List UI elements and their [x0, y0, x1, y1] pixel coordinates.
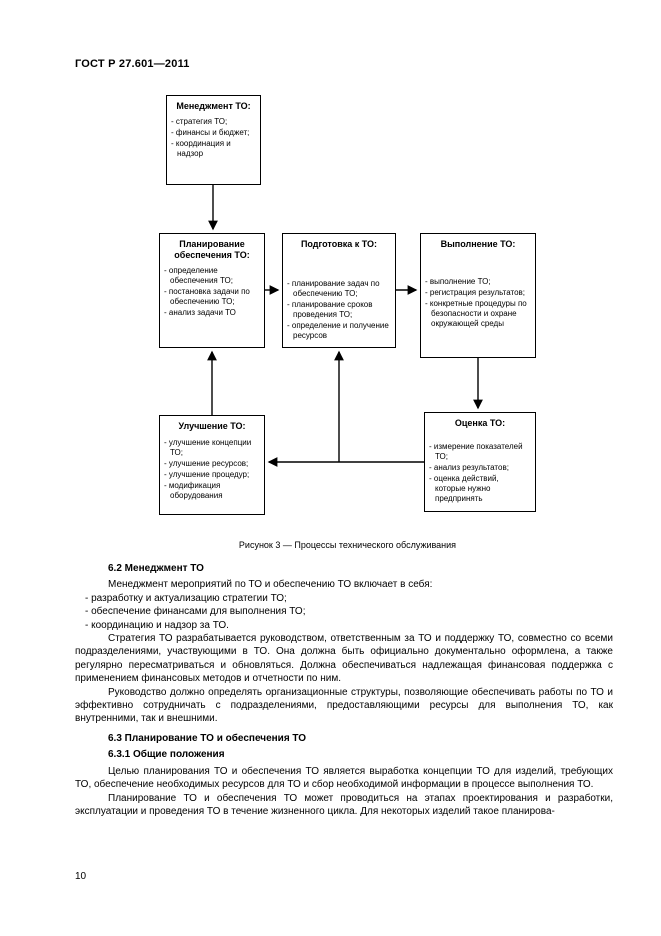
flow-box-title: Подготовка к ТО: [300, 239, 378, 249]
flow-box-item: - оценка действий, которые нужно предпри… [429, 473, 499, 503]
list-item: - разработку и актуализацию стратегии ТО… [85, 592, 287, 604]
flow-box-item: - анализ результатов; [429, 462, 509, 472]
flow-box-item: - улучшение концепции ТО; [164, 437, 252, 457]
flow-box-item: - координация и надзор [171, 138, 231, 158]
paragraph: Менеджмент мероприятий по ТО и обеспечен… [108, 579, 433, 591]
page-number: 10 [75, 871, 87, 882]
list-item: - обеспечение финансами для выполнения Т… [85, 606, 306, 618]
list-item: - координацию и надзор за ТО. [85, 619, 229, 631]
flow-box-item: - постановка задачи по обеспечению ТО; [164, 287, 250, 307]
paragraph: Целью планирования ТО и обеспечения ТО я… [75, 765, 613, 791]
flow-box-item: - анализ задачи ТО [164, 308, 236, 318]
figure-maintenance-processes: Менеджмент ТО: - стратегия ТО; - финансы… [75, 90, 620, 537]
figure-caption: Рисунок 3 — Процессы технического обслуж… [238, 540, 457, 550]
flow-box-execution: Выполнение ТО: - выполнение ТО; - регист… [420, 233, 536, 358]
flow-box-item: - выполнение ТО; [425, 276, 491, 286]
flow-box-item: - измерение показателей ТО; [429, 441, 523, 461]
paragraph: Планирование ТО и обеспечения ТО может п… [75, 792, 613, 817]
flow-box-management: Менеджмент ТО: - стратегия ТО; - финансы… [166, 95, 261, 185]
section-6-3-1-heading: 6.3.1 Общие положения [108, 749, 225, 761]
flow-box-improvement: Улучшение ТО: - улучшение концепции ТО; … [159, 415, 265, 515]
section-6-3-heading: 6.3 Планирование ТО и обеспечения ТО [108, 732, 307, 744]
bullet-list: - разработку и актуализацию стратегии ТО… [75, 592, 613, 632]
flow-box-item: - определение и получение ресурсов [287, 320, 389, 340]
flow-box-title: Улучшение ТО: [178, 421, 246, 431]
document-header: ГОСТ Р 27.601—2011 [75, 58, 190, 70]
flow-arrows [207, 185, 483, 467]
flow-box-title: Выполнение ТО: [440, 239, 516, 249]
flow-box-title: Оценка ТО: [454, 418, 506, 428]
flow-box-title: Планирование обеспечения ТО: [174, 239, 250, 260]
flow-box-item: - конкретные процедуры по безопасности и… [425, 298, 527, 328]
flow-box-item: - планирование сроков проведения ТО; [287, 299, 373, 319]
flow-box-item: - улучшение ресурсов; [164, 458, 249, 468]
flow-box-title: Менеджмент ТО: [176, 101, 251, 111]
flow-box-planning: Планирование обеспечения ТО: - определен… [159, 233, 265, 348]
flow-box-preparation: Подготовка к ТО: - планирование задач по… [282, 233, 396, 348]
document-body: 6.2 Менеджмент ТО Менеджмент мероприятий… [75, 562, 613, 818]
flow-box-item: - стратегия ТО; [171, 116, 228, 126]
flow-box-item: - определение обеспечения ТО; [164, 266, 233, 286]
flow-box-evaluation: Оценка ТО: - измерение показателей ТО; -… [424, 412, 536, 512]
section-6-2-heading: 6.2 Менеджмент ТО [108, 563, 204, 574]
flow-box-item: - планирование задач по обеспечению ТО; [287, 278, 380, 298]
flow-box-item: - регистрация результатов; [425, 287, 526, 297]
paragraph: Руководство должно определять организаци… [75, 686, 613, 725]
flow-box-item: - улучшение процедур; [164, 469, 250, 479]
flow-box-item: - финансы и бюджет; [171, 127, 250, 137]
paragraph: Стратегия ТО разрабатывается руководство… [75, 633, 613, 685]
flow-box-item: - модификация оборудования [164, 480, 223, 500]
